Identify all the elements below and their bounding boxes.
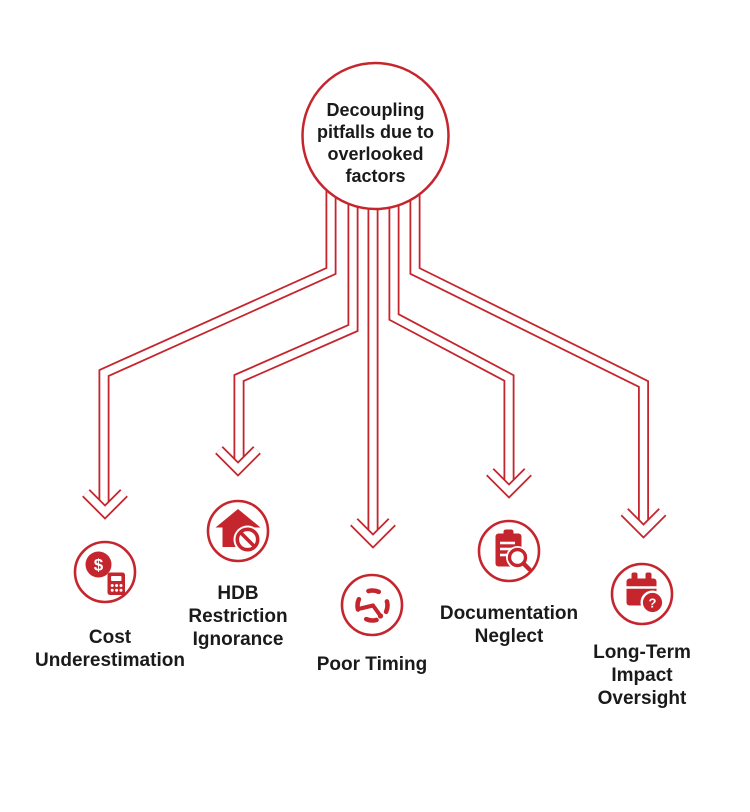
hub-circle	[301, 61, 450, 211]
connector-arrow-1	[82, 150, 337, 520]
dashed-clock-icon	[340, 573, 404, 637]
item-label-cost-underestimation: Cost Underestimation	[35, 627, 185, 671]
item-label-hdb-restriction-ignorance: HDB Restriction Ignorance	[188, 583, 288, 650]
item-label-long-term-impact-oversight: Long-Term Impact Oversight	[593, 642, 691, 709]
svg-text:?: ?	[649, 595, 657, 610]
clipboard-magnifier-icon	[477, 519, 541, 583]
connector-arrow-2	[215, 150, 359, 477]
svg-text:$: $	[94, 556, 104, 575]
house-prohibited-icon	[206, 499, 270, 563]
item-label-poor-timing: Poor Timing	[316, 654, 428, 675]
dollar-calculator-icon: $	[73, 540, 137, 604]
connector-arrow-4	[388, 150, 532, 499]
calendar-question-icon: ?	[610, 562, 674, 626]
connector-arrow-3	[350, 150, 396, 549]
connector-arrow-5	[409, 150, 667, 539]
item-label-documentation-neglect: Documentation Neglect	[439, 603, 579, 647]
hub-label: Decoupling pitfalls due to overlooked fa…	[317, 100, 434, 186]
